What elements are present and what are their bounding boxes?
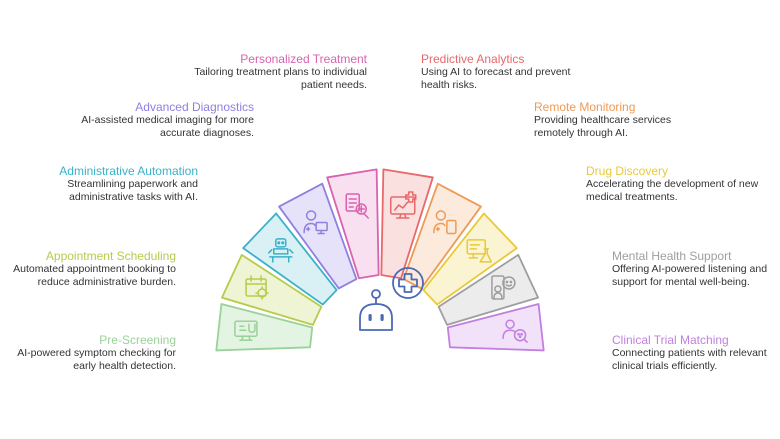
segment-shape <box>437 253 539 326</box>
segment-description: health risks. <box>421 78 478 91</box>
segment-description: AI-powered symptom checking for <box>17 347 176 359</box>
doctor-screen-icon <box>303 210 328 235</box>
segment-remote-monitoring <box>402 182 482 290</box>
segment-clinical-trial-matching <box>446 303 545 352</box>
segment-shape <box>402 182 482 290</box>
segment-mental-health-support <box>437 253 539 326</box>
monitor-stethoscope-icon <box>234 320 258 341</box>
segment-shape <box>422 212 518 306</box>
segment-shape <box>242 212 338 306</box>
segment-description: AI-assisted medical imaging for more <box>81 114 254 126</box>
segment-description: Using AI to forecast and prevent <box>421 66 571 78</box>
segment-description: remotely through AI. <box>534 126 628 139</box>
segment-title: Advanced Diagnostics <box>135 100 254 114</box>
segment-description: reduce administrative burden. <box>37 275 176 288</box>
robot-desk-icon <box>268 238 294 263</box>
segment-title: Predictive Analytics <box>421 52 525 66</box>
segment-title: Personalized Treatment <box>240 52 367 66</box>
robot-icon <box>359 289 393 331</box>
segment-shape <box>326 168 380 280</box>
segment-description: Providing healthcare services <box>534 114 672 126</box>
segment-description: early health detection. <box>73 359 176 372</box>
segment-title: Administrative Automation <box>59 164 198 178</box>
segment-pre-screening <box>215 303 314 352</box>
segment-shape <box>221 253 323 326</box>
doctor-tablet-icon <box>433 210 457 235</box>
segment-description: administrative tasks with AI. <box>69 190 198 203</box>
segment-description: clinical trials efficiently. <box>612 359 718 372</box>
segment-administrative-automation <box>242 212 338 306</box>
segment-description: Accelerating the development of new <box>586 178 759 190</box>
segment-description: Offering AI-powered listening and <box>612 263 768 275</box>
segment-drug-discovery <box>422 212 518 306</box>
analytics-monitor-icon <box>390 191 417 219</box>
calendar-gear-icon <box>245 275 269 300</box>
segment-description: medical treatments. <box>586 190 678 203</box>
magnifier-person-icon <box>502 319 528 343</box>
segment-title: Mental Health Support <box>612 249 732 263</box>
segment-description: support for mental well-being. <box>612 275 750 288</box>
segment-description: Connecting patients with relevant <box>612 347 767 359</box>
segment-title: Appointment Scheduling <box>45 249 176 263</box>
segment-shape <box>278 182 358 290</box>
center-icons <box>359 267 424 331</box>
segment-personalized-treatment <box>326 168 380 280</box>
medical-cross-icon <box>392 267 424 299</box>
segment-shape <box>446 303 545 352</box>
segment-description: patient needs. <box>301 78 367 91</box>
segment-title: Clinical Trial Matching <box>612 333 729 347</box>
segment-description: Streamlining paperwork and <box>67 178 198 190</box>
segment-title: Pre-Screening <box>99 333 176 347</box>
segment-description: Automated appointment booking to <box>13 263 176 275</box>
segment-title: Drug Discovery <box>586 164 669 178</box>
flask-monitor-icon <box>466 239 492 263</box>
segment-description: accurate diagnoses. <box>160 126 254 139</box>
treatment-plan-icon <box>345 193 369 219</box>
smile-person-icon <box>491 275 516 300</box>
segment-title: Remote Monitoring <box>534 100 636 114</box>
segment-advanced-diagnostics <box>278 182 358 290</box>
segment-description: Tailoring treatment plans to individual <box>194 66 367 78</box>
segment-shape <box>215 303 314 352</box>
segment-appointment-scheduling <box>221 253 323 326</box>
